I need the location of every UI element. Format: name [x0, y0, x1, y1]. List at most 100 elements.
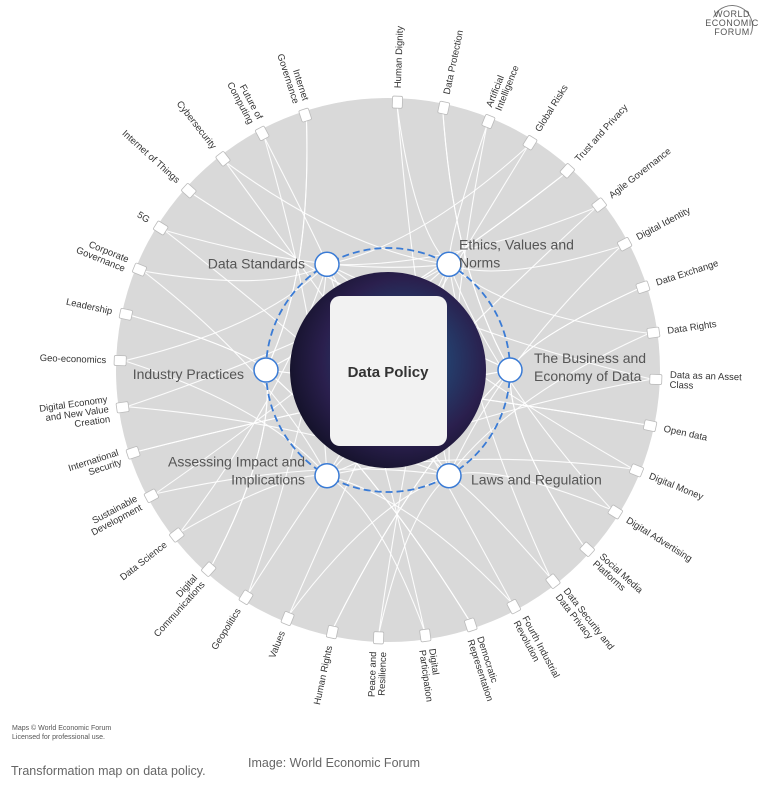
related-topic[interactable]: Data Protection [442, 29, 466, 95]
key-issue-node[interactable] [314, 462, 340, 489]
related-topic-label: Class [669, 380, 693, 392]
related-topic-label: 5G [135, 210, 152, 226]
related-topic[interactable]: Data Exchange [655, 258, 720, 289]
topic-tick[interactable] [643, 419, 658, 432]
topic-tick[interactable] [113, 355, 127, 367]
related-topic[interactable]: Leadership [65, 297, 113, 318]
key-issue-label[interactable]: Norms [459, 254, 500, 270]
topic-tick[interactable] [115, 401, 130, 414]
key-issue-label[interactable]: Ethics, Values and [459, 236, 574, 252]
key-issue-label[interactable]: Assessing Impact and [168, 454, 305, 470]
topic-tick[interactable] [522, 135, 538, 151]
related-topic[interactable]: Human Dignity [393, 26, 406, 89]
connection-line [288, 475, 450, 616]
related-topic[interactable]: Digital Advertising [624, 515, 694, 564]
related-topic-label: Leadership [65, 297, 113, 318]
related-topic[interactable]: Global Risks [533, 83, 571, 134]
topic-tick[interactable] [132, 262, 147, 277]
related-topic[interactable]: Digital Money [647, 471, 705, 503]
center-card[interactable] [330, 296, 447, 446]
topic-tick[interactable] [506, 599, 521, 615]
related-topic[interactable]: Internet of Things [120, 128, 182, 186]
related-topic-label: Human Rights [312, 645, 335, 706]
topic-tick[interactable] [125, 446, 141, 460]
related-topic[interactable]: Human Rights [312, 645, 335, 706]
topic-tick[interactable] [143, 488, 159, 503]
topic-tick[interactable] [391, 95, 403, 109]
related-topic[interactable]: Trust and Privacy [573, 102, 631, 164]
topic-tick[interactable] [579, 541, 595, 557]
topic-tick[interactable] [464, 617, 478, 633]
topic-tick[interactable] [559, 163, 575, 179]
key-issue-label[interactable]: Industry Practices [133, 366, 244, 382]
topic-tick[interactable] [419, 628, 432, 643]
topic-tick[interactable] [437, 100, 450, 115]
topic-tick[interactable] [280, 611, 295, 626]
topic-tick[interactable] [201, 561, 217, 577]
topic-tick[interactable] [481, 114, 496, 129]
topic-tick[interactable] [255, 125, 270, 141]
related-topic[interactable]: Geopolitics [209, 606, 243, 652]
topic-tick[interactable] [545, 573, 561, 589]
connection-line [154, 468, 450, 495]
related-topic[interactable]: Digital Identity [635, 205, 693, 243]
maps-credit-line-1: Maps © World Economic Forum [12, 725, 112, 732]
topic-tick[interactable] [649, 373, 663, 385]
topic-tick[interactable] [153, 220, 169, 236]
topic-tick[interactable] [635, 280, 651, 294]
key-issue-label[interactable]: Data Standards [208, 255, 305, 271]
connection-line [448, 263, 650, 334]
key-issue-node[interactable] [436, 462, 462, 489]
topic-tick[interactable] [591, 197, 607, 213]
related-topic[interactable]: Geo-economics [39, 353, 106, 366]
related-topic[interactable]: Agile Governance [607, 146, 673, 201]
topic-tick[interactable] [181, 183, 197, 199]
key-issue-node[interactable] [436, 251, 462, 278]
key-issue-label[interactable]: Laws and Regulation [471, 472, 602, 488]
related-topic[interactable]: Open data [663, 424, 709, 444]
related-topic[interactable]: Data Rights [667, 319, 718, 337]
related-topic-label: Peace and [367, 651, 380, 697]
key-issue-label[interactable]: Economy of Data [534, 368, 642, 384]
key-issue-label[interactable]: The Business and [534, 350, 646, 366]
related-topic[interactable]: 5G [135, 210, 152, 226]
topic-tick[interactable] [326, 625, 339, 640]
related-topic-label: Digital Identity [635, 205, 693, 243]
related-topic-label: Resilience [377, 652, 390, 696]
related-topic[interactable]: Data Science [118, 540, 169, 583]
topic-tick[interactable] [238, 589, 254, 605]
related-topic-label: Internet of Things [120, 128, 182, 186]
topic-tick[interactable] [629, 463, 644, 478]
maps-credit-line-2: Licensed for professional use. [12, 734, 105, 741]
center-label[interactable]: Data Policy [348, 364, 430, 381]
key-issue-node[interactable] [497, 357, 523, 383]
topic-tick[interactable] [646, 326, 661, 339]
topic-tick[interactable] [118, 308, 133, 321]
key-issue-node[interactable] [253, 357, 279, 383]
topic-tick[interactable] [607, 504, 623, 520]
topic-tick[interactable] [298, 107, 312, 123]
key-issue-label[interactable]: Implications [231, 472, 305, 488]
related-topic[interactable]: Cybersecurity [174, 99, 219, 152]
topic-tick[interactable] [169, 527, 185, 543]
topic-tick[interactable] [373, 631, 385, 645]
key-issue-node[interactable] [314, 251, 340, 278]
topic-tick[interactable] [215, 151, 231, 167]
topic-tick[interactable] [617, 237, 633, 252]
related-topic[interactable]: Values [267, 629, 288, 660]
